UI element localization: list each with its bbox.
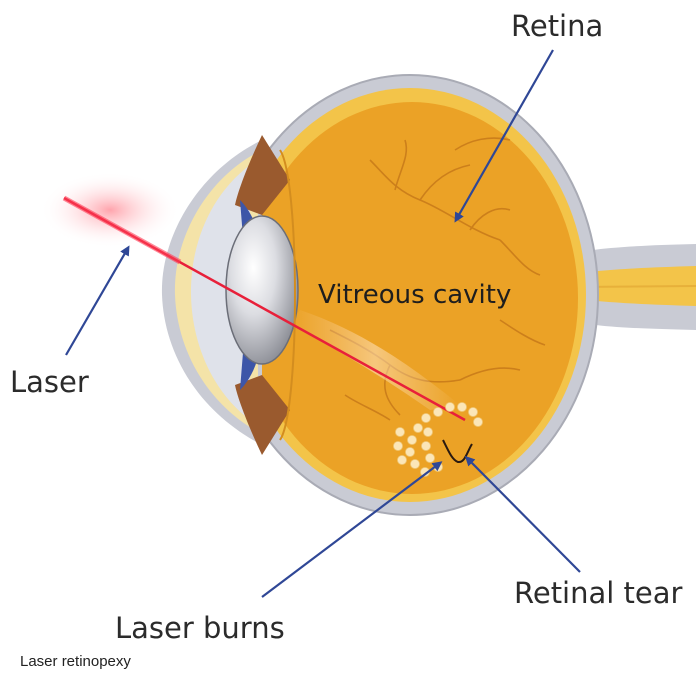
lens	[226, 216, 298, 364]
label-retinal-tear: Retinal tear	[514, 576, 683, 610]
label-retina: Retina	[511, 9, 603, 43]
label-vitreous-cavity: Vitreous cavity	[318, 280, 511, 310]
label-laser-burns: Laser burns	[115, 611, 285, 645]
arrow-retinal-tear	[467, 458, 580, 572]
figure-caption: Laser retinopexy	[20, 653, 131, 670]
label-laser: Laser	[10, 365, 89, 399]
arrow-laser	[66, 248, 128, 355]
laser-glow	[40, 172, 180, 248]
